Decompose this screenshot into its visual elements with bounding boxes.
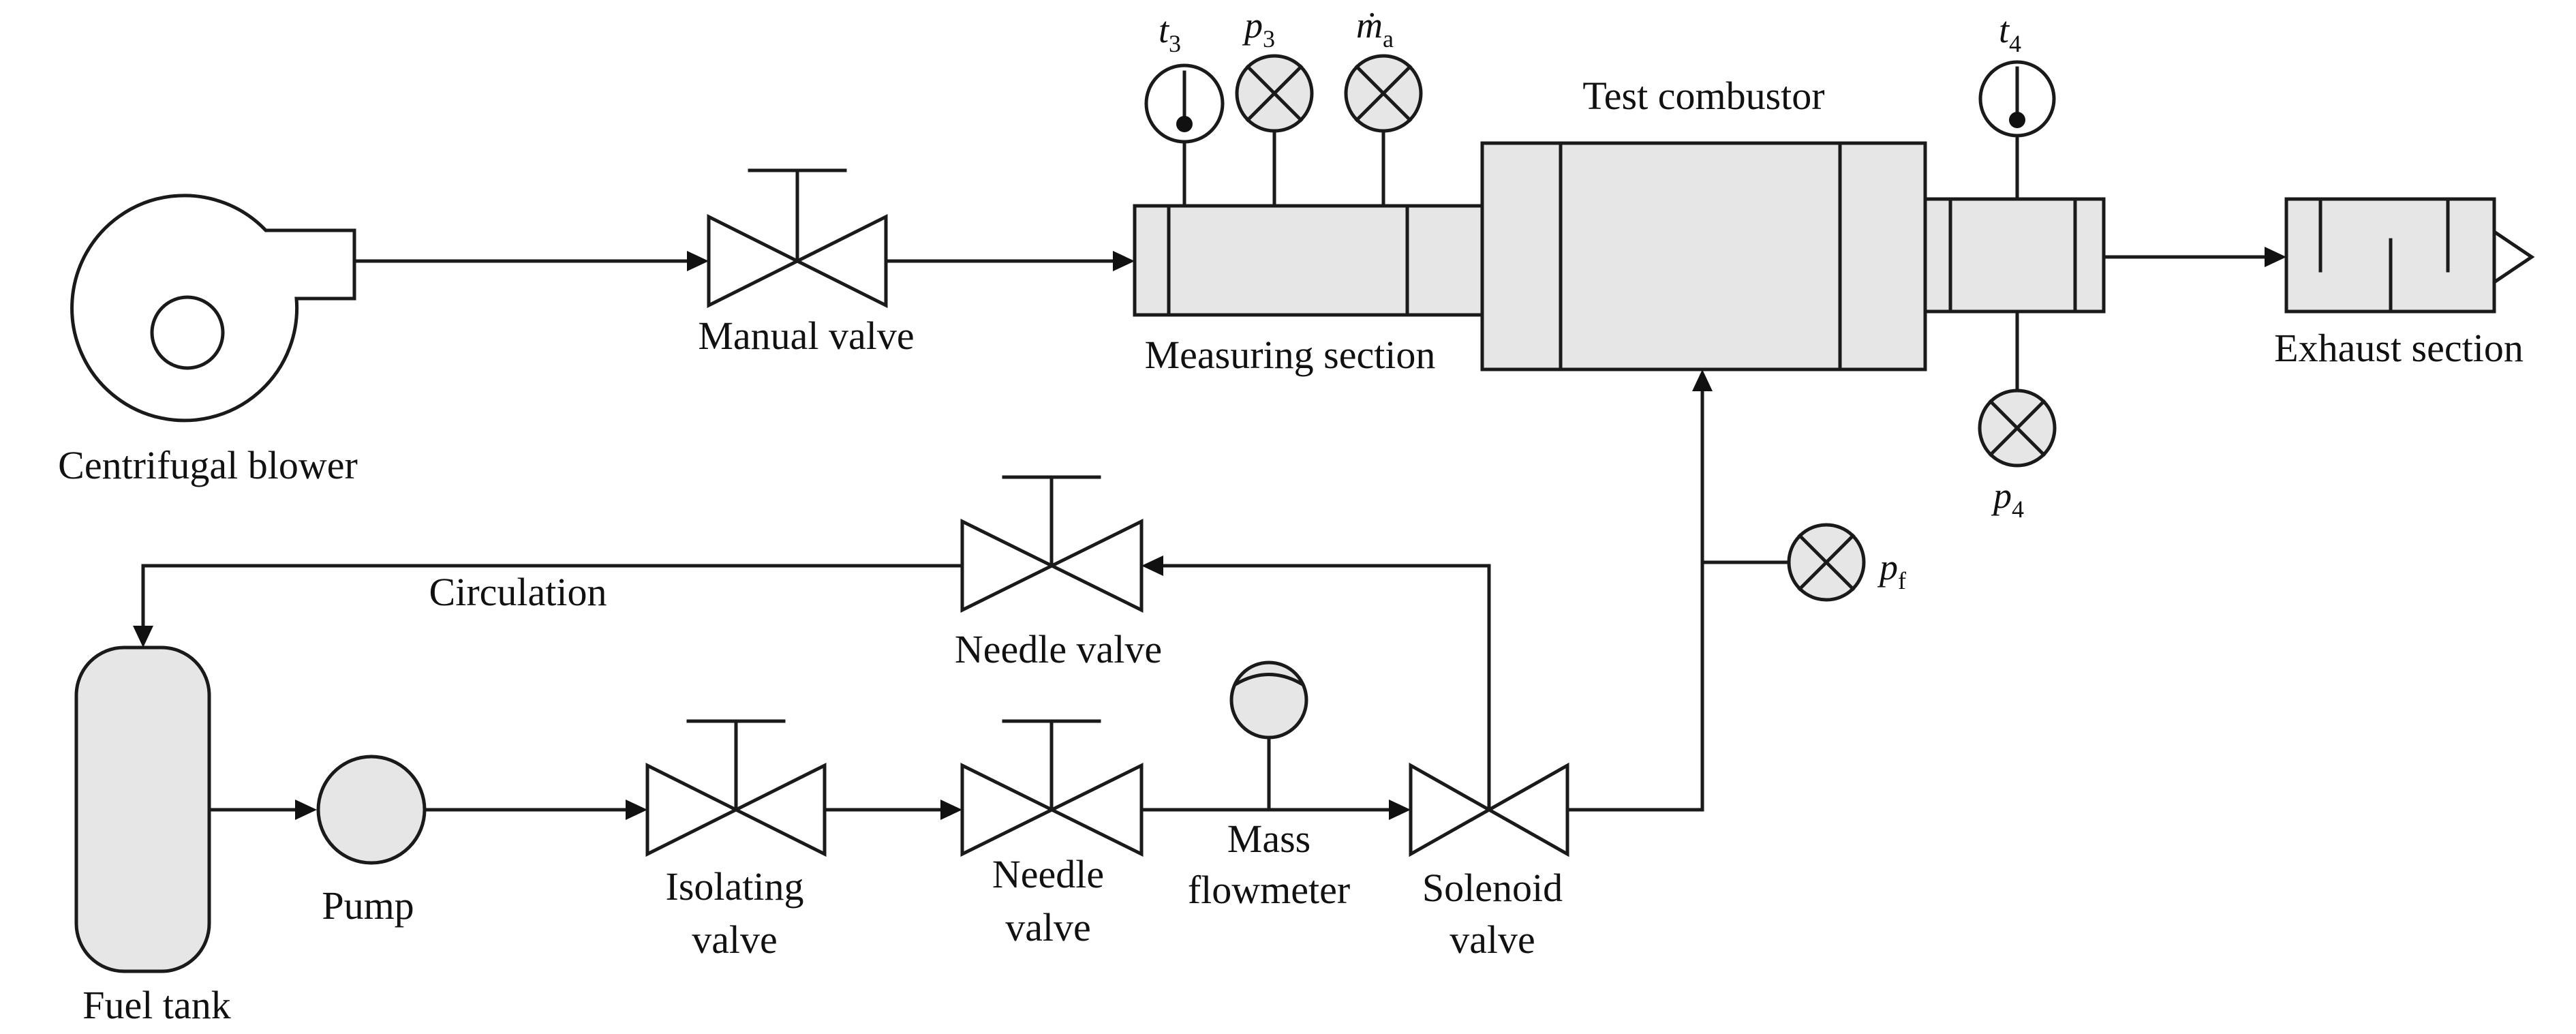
- t4-thermometer-icon: [1978, 60, 2056, 201]
- exhaust-section: [2284, 197, 2535, 314]
- needle-valve-label-2: valve: [1005, 905, 1091, 949]
- solenoid-valve-label-2: valve: [1450, 917, 1535, 962]
- centrifugal-blower: [70, 194, 356, 423]
- air-line-blower-to-valve: [352, 251, 709, 271]
- circulation-line: [133, 556, 1491, 812]
- needle-valve-bottom-symbol: [960, 719, 1144, 857]
- manual-valve-label: Manual valve: [698, 314, 914, 358]
- circulation-label: Circulation: [429, 570, 607, 614]
- t3-symbol: t3: [1159, 10, 1181, 57]
- needle-valve-label-1: Needle: [992, 852, 1104, 896]
- needle-valve-top-label: Needle valve: [955, 627, 1162, 671]
- mass-flowmeter-icon: [1229, 660, 1308, 812]
- p4-pressure-gauge-icon: [1978, 309, 2057, 468]
- pf-symbol: pf: [1877, 547, 1906, 594]
- manual-valve-symbol: [707, 168, 888, 309]
- air-line-to-exhaust: [2102, 247, 2286, 267]
- air-line-valve-to-measuring: [884, 251, 1135, 271]
- t3-thermometer-icon: [1144, 63, 1225, 208]
- fuel-tank-label: Fuel tank: [82, 983, 230, 1027]
- mass-flowmeter-label-1: Mass: [1227, 817, 1310, 861]
- measuring-section-label: Measuring section: [1145, 333, 1436, 377]
- exhaust-section-label: Exhaust section: [2274, 326, 2524, 370]
- mass-flowmeter-label-2: flowmeter: [1188, 868, 1350, 912]
- air-mass-flow-gauge-icon: [1344, 54, 1423, 208]
- ma-symbol: ṁa: [1356, 5, 1394, 52]
- fuel-line-to-combustor: [1565, 369, 1791, 812]
- t4-symbol: t4: [1999, 10, 2021, 57]
- fuel-line-pump-to-isolating: [423, 800, 647, 820]
- isolating-valve-label-2: valve: [692, 917, 778, 962]
- pump-label: Pump: [322, 883, 414, 928]
- p3-symbol: p3: [1242, 5, 1275, 52]
- measuring-section: [1133, 204, 1484, 317]
- needle-valve-top-symbol: [960, 475, 1144, 613]
- fuel-tank: [74, 645, 211, 973]
- p3-pressure-gauge-icon: [1235, 54, 1314, 208]
- p4-symbol: p4: [1991, 475, 2024, 523]
- isolating-valve-symbol: [645, 719, 827, 857]
- isolating-valve-label-1: Isolating: [666, 864, 804, 909]
- pump-symbol: [316, 755, 427, 865]
- blower-label: Centrifugal blower: [58, 443, 358, 487]
- solenoid-valve-label-1: Solenoid: [1422, 866, 1563, 910]
- pf-pressure-gauge-icon: [1787, 523, 1866, 602]
- test-combustor: [1480, 141, 1927, 371]
- test-combustor-label: Test combustor: [1582, 74, 1824, 118]
- fuel-line-isolating-to-needle: [823, 800, 962, 820]
- fuel-line-tank-to-pump: [207, 800, 317, 820]
- outlet-section: [1923, 197, 2106, 314]
